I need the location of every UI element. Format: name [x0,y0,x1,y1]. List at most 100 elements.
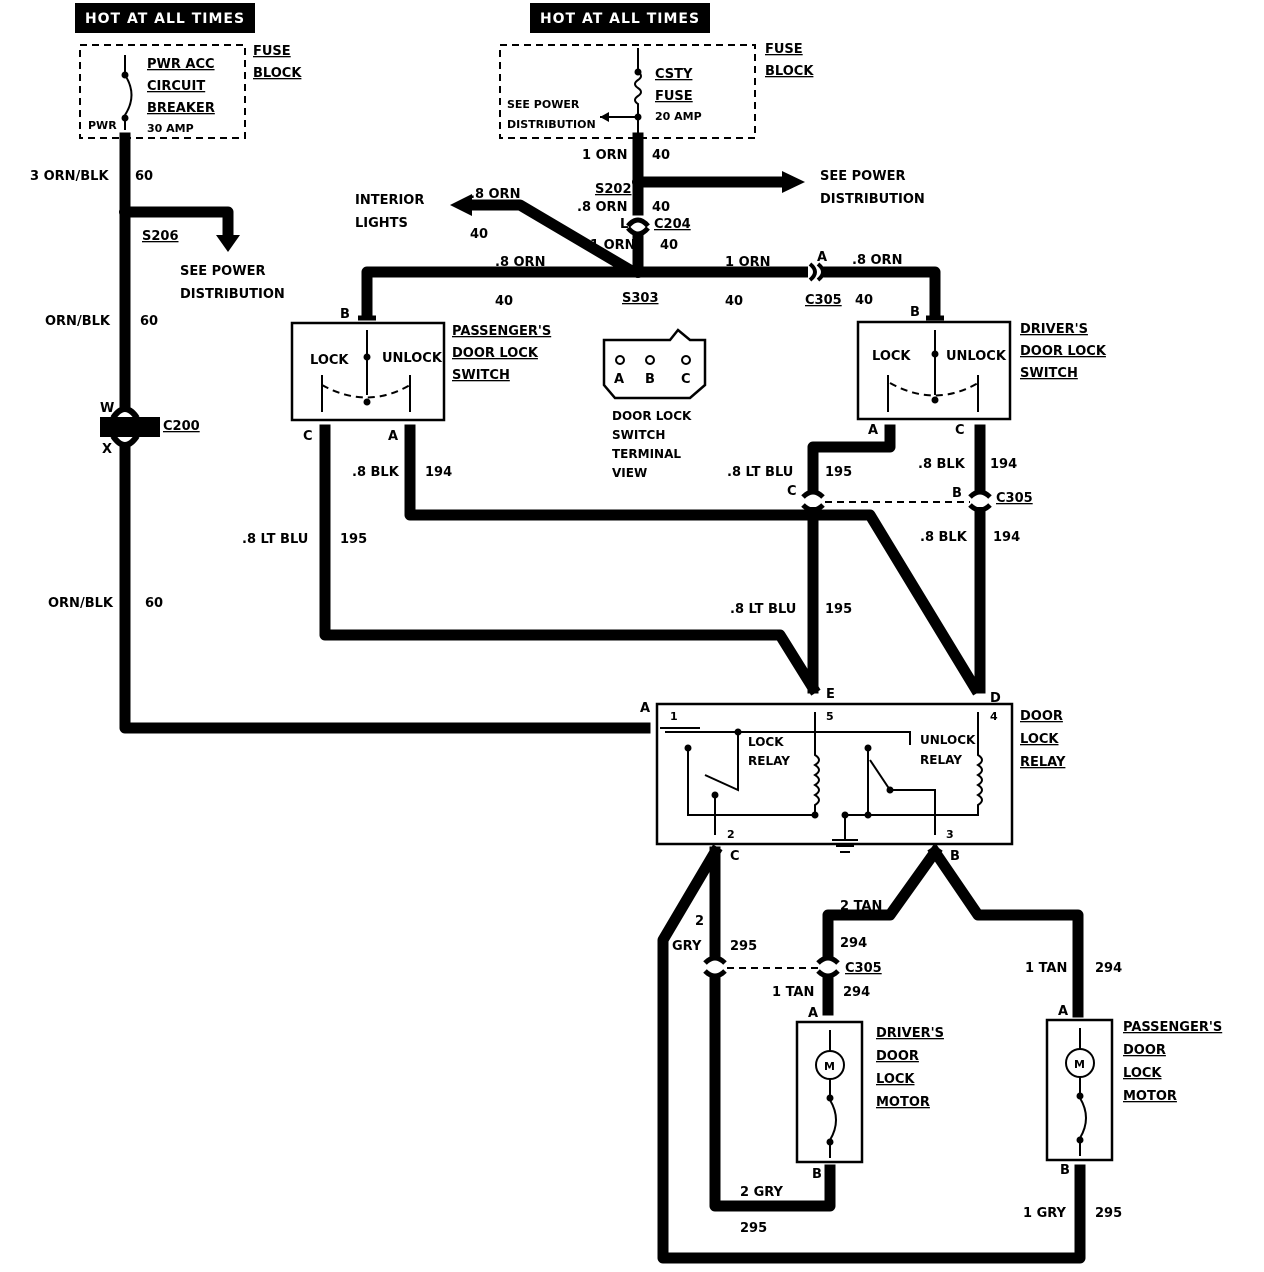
connector-c305-a [808,262,817,282]
c305-b-label: B [952,486,962,501]
drv-motor-a: A [808,1006,818,1021]
left-fuse-block [79,44,246,139]
relay-terminal-d: D [990,691,1001,706]
pass-switch-b: B [340,307,350,322]
lock-relay-label-2: RELAY [748,754,790,768]
pwr-terminal-label: PWR [88,119,117,132]
wire-label-194-c: 194 [993,530,1020,545]
terminal-view-label-1: DOOR LOCK [612,409,692,423]
drv-motor-label-1: DRIVER'S [876,1026,944,1041]
connector-c204-label: C204 [654,217,691,232]
header-left: HOT AT ALL TIMES [85,11,245,27]
wire-label-8-orn-d: .8 ORN [852,253,902,268]
drv-switch-b: B [910,305,920,320]
wire-tan-294-passenger [927,844,1084,1018]
left-fuse-block-label-1: FUSE [253,44,291,59]
pass-motor-label-3: LOCK [1123,1066,1162,1081]
connector-c305-label-c: C305 [845,961,882,976]
wire-pass-blk-194 [404,424,983,696]
door-lock-relay [655,702,1014,846]
pass-switch-lock: LOCK [310,353,349,368]
drv-switch-lock: LOCK [872,349,911,364]
wire-drv-lt-blu-195 [807,424,896,694]
wire-label-1-orn-c: 1 ORN [725,255,771,270]
see-power-2-s206: DISTRIBUTION [180,287,285,302]
c305-a-label: A [817,250,827,265]
wire-interior-lights [464,199,638,278]
interior-lights-2: LIGHTS [355,216,408,231]
pass-switch-c: C [303,429,313,444]
wire-label-8-blk-b: .8 BLK [918,457,966,472]
terminal-view-a: A [614,372,624,387]
wire-label-1-gry: 1 GRY [1023,1206,1067,1221]
header-center-bar [530,3,710,33]
wire-pass-lt-blu-195 [319,424,821,696]
wire-label-8-orn-c: .8 ORN [495,255,545,270]
drv-switch-label-3: SWITCH [1020,366,1078,381]
wire-label-8-orn-a: .8 ORN [577,200,627,215]
wire-label-1-orn-a: 1 ORN [582,148,628,163]
ground-symbol [832,815,858,853]
csty-fuse-label-1: CSTY [655,67,693,82]
wire-label-295-b: 295 [740,1221,767,1236]
pass-motor-label-2: DOOR [1123,1043,1166,1058]
connector-c204-l: L [620,217,628,232]
csty-fuse-label-2: FUSE [655,89,693,104]
csty-fuse-rating: 20 AMP [655,110,702,123]
wire-label-1-tan-b: 1 TAN [1025,961,1067,976]
drv-motor-b: B [812,1167,822,1182]
terminal-view-label-4: VIEW [612,466,647,480]
drv-switch-unlock: UNLOCK [946,349,1007,364]
csty-fuse-symbol [634,48,642,135]
unlock-relay-label-1: UNLOCK [920,733,976,747]
wire-label-194-a: 194 [425,465,452,480]
terminal-view-label-2: SWITCH [612,428,665,442]
wire-label-294-b: 294 [843,985,870,1000]
left-fuse-block-label-2: BLOCK [253,66,302,81]
relay-label-2: LOCK [1020,732,1059,747]
pass-motor-a: A [1058,1004,1068,1019]
see-power-2-s202: DISTRIBUTION [820,192,925,207]
wire-label-294-c: 294 [1095,961,1122,976]
interior-lights-1: INTERIOR [355,193,424,208]
wire-label-8-blk-c: .8 BLK [920,530,968,545]
connector-c305-label-a: C305 [805,293,842,308]
splice-s202: S202 [595,182,632,197]
drv-switch-label-1: DRIVER'S [1020,322,1088,337]
terminal-view-connector [602,328,707,400]
splice-s303: S303 [622,291,659,306]
circuit-breaker-label-2: CIRCUIT [147,79,205,94]
fuse-see-power-1: SEE POWER [507,98,580,111]
terminal-view-c: C [681,372,691,387]
header-left-bar [75,3,255,33]
wire-label-40-b: 40 [652,200,670,215]
wire-label-2-tan: 2 TAN [840,899,882,914]
wire-label-40-e: 40 [495,294,513,309]
wire-label-60-c: 60 [145,596,163,611]
drv-switch-a: A [868,423,878,438]
wire-label-40-g: 40 [855,293,873,308]
wire-label-gry-word: GRY [672,939,702,954]
pass-motor-label-1: PASSENGER'S [1123,1020,1222,1035]
splice-s206: S206 [142,229,179,244]
drv-motor-label-3: LOCK [876,1072,915,1087]
relay-pin-1: 1 [670,710,678,723]
relay-terminal-b: B [950,849,960,864]
pass-switch-unlock: UNLOCK [382,351,443,366]
wire-label-295-a: 295 [730,939,757,954]
wire-label-295-c: 295 [1095,1206,1122,1221]
relay-pin-4: 4 [990,710,998,723]
pass-motor-label-4: MOTOR [1123,1089,1177,1104]
wire-s206-branch [119,206,234,244]
unlock-relay-label-2: RELAY [920,753,962,767]
relay-pin-2: 2 [727,828,735,841]
circuit-breaker-rating: 30 AMP [147,122,194,135]
see-power-1-s206: SEE POWER [180,264,265,279]
connector-c200 [100,417,160,437]
relay-pin-3: 3 [946,828,954,841]
wire-label-orn-blk-c: ORN/BLK [48,596,114,611]
pass-motor-m: M [1074,1058,1085,1071]
see-power-1-s202: SEE POWER [820,169,905,184]
pass-switch-a: A [388,429,398,444]
